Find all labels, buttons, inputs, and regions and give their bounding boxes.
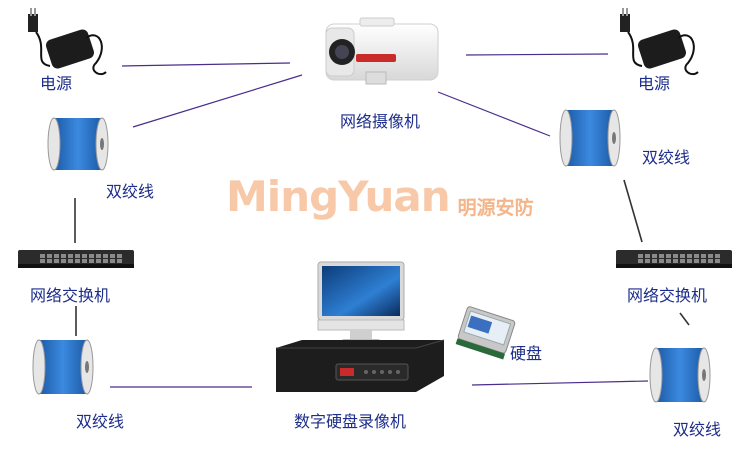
line-power-left-to-camera [121, 62, 291, 67]
label-cable-top-left: 双绞线 [106, 182, 155, 201]
line-camera-to-cable-top-right [437, 91, 551, 137]
cable-spool-icon [559, 109, 621, 167]
power-adapter-icon [28, 8, 107, 76]
label-switch-left: 网络交换机 [30, 286, 111, 305]
network-switch-icon [616, 250, 732, 268]
cable-spool-icon [32, 339, 94, 395]
power-adapter-icon [620, 8, 699, 76]
cable-spool-icon [649, 347, 711, 403]
line-camera-to-power-right [465, 53, 609, 56]
label-cable-bottom-right: 双绞线 [673, 420, 722, 439]
nvr-recorder-icon [276, 339, 445, 392]
label-power-left: 电源 [40, 74, 73, 93]
label-switch-right: 网络交换机 [627, 286, 708, 305]
network-switch-icon [18, 250, 134, 268]
hard-disk-icon [455, 306, 516, 360]
watermark-brand-en: MingYuan [226, 172, 451, 221]
line-camera-to-cable-top-left [132, 74, 303, 128]
label-cable-bottom-left: 双绞线 [76, 412, 125, 431]
watermark-brand-zh: 明源安防 [457, 197, 534, 219]
label-power-right: 电源 [638, 74, 671, 93]
connection-lines [74, 53, 690, 388]
monitor-icon [317, 261, 405, 343]
watermark: MingYuan 明源安防 [226, 172, 534, 221]
line-switch-right-to-cable-bottom-right [679, 312, 690, 326]
line-cable-top-right-to-switch-right [623, 179, 643, 243]
line-nvr-to-cable-bottom-right [471, 380, 649, 386]
label-nvr: 数字硬盘录像机 [294, 412, 407, 431]
bullet-camera-icon [325, 17, 439, 85]
cable-spool-icon [47, 117, 109, 171]
label-camera: 网络摄像机 [340, 112, 421, 131]
label-hdd: 硬盘 [510, 344, 543, 363]
label-cable-top-right: 双绞线 [642, 148, 691, 167]
